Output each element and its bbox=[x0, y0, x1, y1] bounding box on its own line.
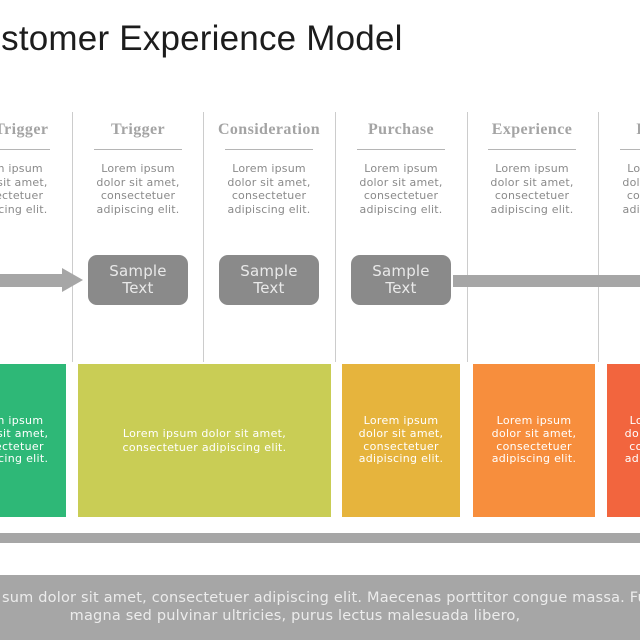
box-line: Lorem ipsum bbox=[363, 414, 439, 428]
stage-label: Loyalty bbox=[598, 120, 640, 140]
stage-description: Lorem ipsum dolor sit amet, consectetuer… bbox=[72, 162, 204, 216]
stage-description: Lorem ipsum dolor sit amet, consectetuer… bbox=[203, 162, 335, 216]
sample-text-button-1[interactable]: Sample Text bbox=[88, 255, 188, 305]
desc-line: dolor sit amet, bbox=[227, 175, 311, 189]
desc-line: consectetuer bbox=[100, 189, 176, 202]
stage-box-text: Lorem ipsum dolor sit amet, consectetuer… bbox=[358, 414, 444, 466]
stage-underline bbox=[488, 149, 576, 150]
sample-text-label: Sample Text bbox=[372, 262, 430, 297]
column-divider-5 bbox=[598, 112, 599, 362]
desc-line: Lorem ipsum bbox=[101, 162, 175, 175]
stage-column-pre-trigger: Pre-Trigger Lorem ipsum dolor sit amet, … bbox=[0, 120, 72, 216]
box-line: Lorem ipsum dolor sit amet, bbox=[122, 427, 287, 440]
box-line: dolor sit amet, bbox=[624, 426, 640, 440]
footer-text-panel: sum dolor sit amet, consectetuer adipisc… bbox=[0, 575, 640, 640]
stage-box-purchase: Lorem ipsum dolor sit amet, consectetuer… bbox=[342, 364, 460, 517]
stage-underline bbox=[620, 149, 640, 150]
desc-line: dolor sit amet, bbox=[622, 175, 640, 189]
desc-line: dolor sit amet, bbox=[0, 175, 48, 189]
desc-line: Lorem ipsum bbox=[364, 162, 438, 175]
box-line: dolor sit amet, bbox=[0, 426, 49, 440]
box-line: adipiscing elit. bbox=[0, 452, 49, 466]
stage-label: Experience bbox=[491, 121, 573, 138]
stage-box-trigger-consideration: Lorem ipsum dolor sit amet, consectetuer… bbox=[78, 364, 331, 517]
box-line: consectetuer bbox=[0, 439, 44, 453]
stage-label: Trigger bbox=[110, 121, 166, 138]
stage-column-trigger: Trigger Lorem ipsum dolor sit amet, cons… bbox=[72, 120, 204, 216]
sample-text-label: Sample Text bbox=[240, 262, 298, 297]
stage-column-purchase: Purchase Lorem ipsum dolor sit amet, con… bbox=[335, 120, 467, 216]
box-line: Lorem ipsum bbox=[629, 414, 640, 428]
stage-box-loyalty: Lorem ipsum dolor sit amet, consectetuer… bbox=[607, 364, 640, 517]
box-line: consectetuer bbox=[363, 439, 439, 453]
stage-box-text: Lorem ipsum dolor sit amet, consectetuer… bbox=[123, 427, 287, 454]
desc-line: adipiscing elit. bbox=[490, 202, 574, 216]
desc-line: consectetuer bbox=[0, 189, 44, 202]
box-line: adipiscing elit. bbox=[358, 452, 444, 466]
box-line: Lorem ipsum bbox=[0, 414, 44, 428]
column-divider-4 bbox=[467, 112, 468, 362]
desc-line: consectetuer bbox=[363, 189, 439, 202]
column-divider-1 bbox=[72, 112, 73, 362]
box-line: consectetuer adipiscing elit. bbox=[122, 440, 287, 454]
stage-description: Lorem ipsum dolor sit amet, consectetuer… bbox=[335, 162, 467, 216]
stage-column-consideration: Consideration Lorem ipsum dolor sit amet… bbox=[203, 120, 335, 216]
desc-line: consectetuer bbox=[231, 189, 307, 202]
stage-box-pre-trigger: Lorem ipsum dolor sit amet, consectetuer… bbox=[0, 364, 66, 517]
stage-label: Pre-Trigger bbox=[0, 121, 49, 138]
desc-line: adipiscing elit. bbox=[0, 202, 48, 216]
box-line: consectetuer bbox=[629, 439, 640, 453]
stage-underline bbox=[225, 149, 313, 150]
footer-divider-bar bbox=[0, 533, 640, 543]
timeline-arrow-bar-left bbox=[0, 274, 62, 287]
desc-line: Lorem ipsum bbox=[627, 162, 640, 175]
desc-line: Lorem ipsum bbox=[0, 162, 43, 175]
column-divider-3 bbox=[335, 112, 336, 362]
stage-box-experience: Lorem ipsum dolor sit amet, consectetuer… bbox=[473, 364, 595, 517]
desc-line: Lorem ipsum bbox=[495, 162, 569, 175]
desc-line: dolor sit amet, bbox=[490, 175, 574, 189]
box-line: adipiscing elit. bbox=[624, 452, 640, 466]
timeline-arrow-bar-right bbox=[453, 275, 640, 287]
stage-label: Consideration bbox=[217, 121, 321, 138]
footer-text-line: sum dolor sit amet, consectetuer adipisc… bbox=[2, 590, 640, 606]
desc-line: Lorem ipsum bbox=[232, 162, 306, 175]
stage-box-text: Lorem ipsum dolor sit amet, consectetuer… bbox=[0, 414, 49, 466]
sample-text-button-2[interactable]: Sample Text bbox=[219, 255, 319, 305]
stage-label: Purchase bbox=[367, 121, 434, 138]
desc-line: adipiscing elit. bbox=[622, 202, 640, 216]
stage-description: Lorem ipsum dolor sit amet, consectetuer… bbox=[466, 162, 598, 216]
box-line: Lorem ipsum bbox=[496, 414, 572, 428]
desc-line: dolor sit amet, bbox=[359, 175, 443, 189]
timeline-arrowhead-icon bbox=[62, 268, 83, 292]
box-line: dolor sit amet, bbox=[358, 426, 444, 440]
desc-line: adipiscing elit. bbox=[96, 202, 180, 216]
stage-underline bbox=[94, 149, 182, 150]
stage-column-experience: Experience Lorem ipsum dolor sit amet, c… bbox=[466, 120, 598, 216]
desc-line: dolor sit amet, bbox=[96, 175, 180, 189]
desc-line: consectetuer bbox=[494, 189, 570, 202]
stage-box-text: Lorem ipsum dolor sit amet, consectetuer… bbox=[491, 414, 577, 466]
desc-line: adipiscing elit. bbox=[227, 202, 311, 216]
slide-title: Customer Experience Model bbox=[0, 19, 403, 58]
stage-underline bbox=[0, 149, 50, 150]
box-line: adipiscing elit. bbox=[491, 452, 577, 466]
stage-box-text: Lorem ipsum dolor sit amet, consectetuer… bbox=[624, 414, 640, 466]
stage-description: Lorem ipsum dolor sit amet, consectetuer… bbox=[0, 162, 72, 216]
sample-text-button-3[interactable]: Sample Text bbox=[351, 255, 451, 305]
sample-text-label: Sample Text bbox=[109, 262, 167, 297]
box-line: dolor sit amet, bbox=[491, 426, 577, 440]
box-line: consectetuer bbox=[496, 439, 572, 453]
column-divider-2 bbox=[203, 112, 204, 362]
stage-column-loyalty: Loyalty Lorem ipsum dolor sit amet, cons… bbox=[598, 120, 640, 216]
stage-underline bbox=[357, 149, 445, 150]
footer-text-line: magna sed pulvinar ultricies, purus lect… bbox=[69, 608, 521, 624]
desc-line: consectetuer bbox=[626, 189, 640, 202]
stage-description: Lorem ipsum dolor sit amet, consectetuer… bbox=[598, 162, 640, 216]
desc-line: adipiscing elit. bbox=[359, 202, 443, 216]
